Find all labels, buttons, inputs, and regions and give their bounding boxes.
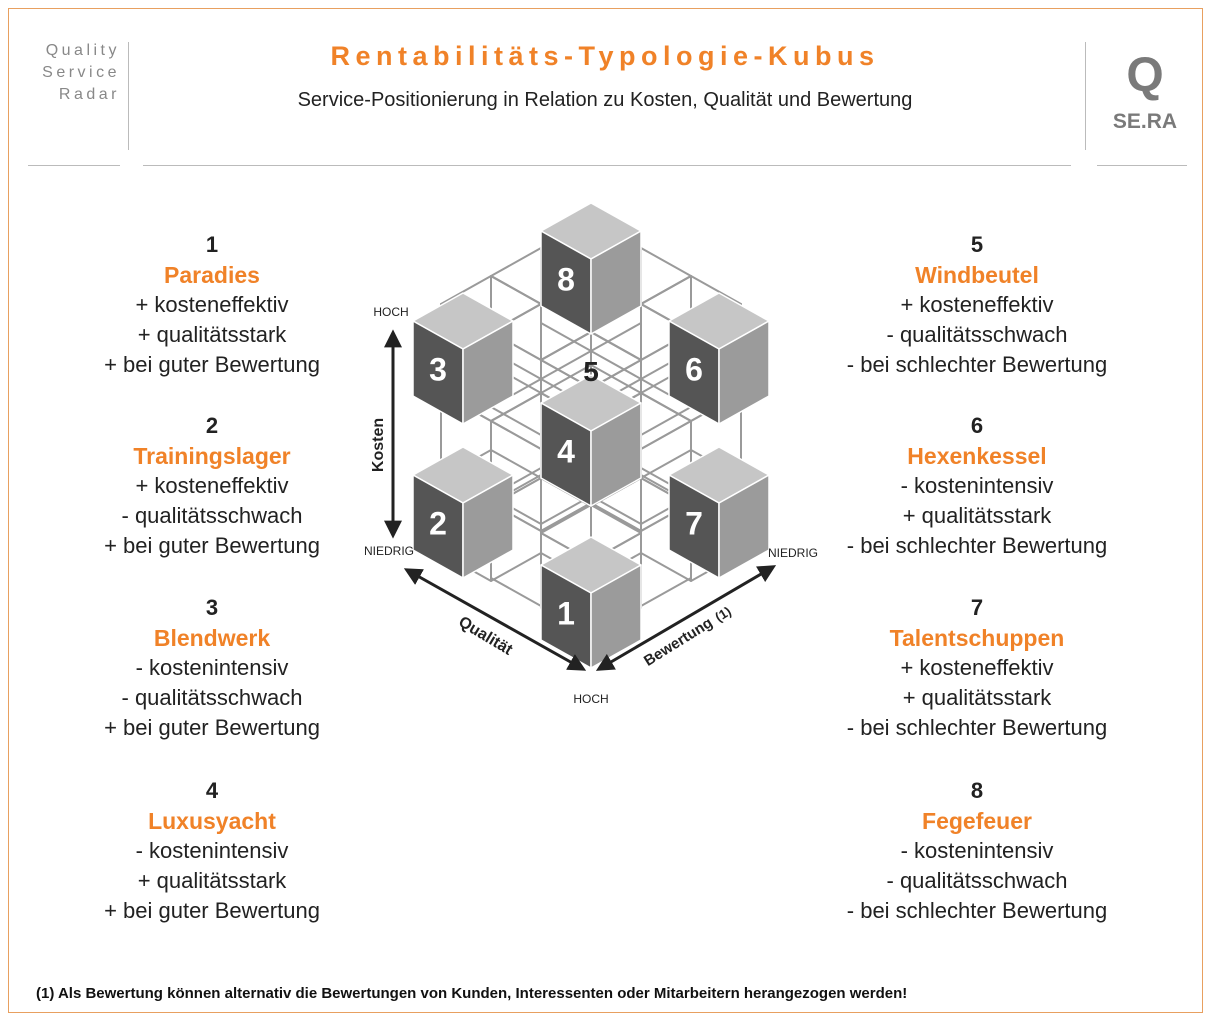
- cube-right-face: [462, 320, 514, 425]
- type-name: Blendwerk: [153, 625, 271, 651]
- bewertung-footnote-marker: (1): [712, 603, 733, 624]
- type-name: Talentschuppen: [889, 625, 1065, 651]
- axis-origin-high-label: HOCH: [573, 692, 608, 705]
- cube-7: 7: [668, 446, 770, 579]
- type-attribute: + bei guter Bewertung: [104, 715, 320, 740]
- qualitaet-axis-label: Qualität: [455, 614, 515, 660]
- cube-number-label: 1: [557, 596, 575, 632]
- page-subtitle: Service-Positionierung in Relation zu Ko…: [297, 89, 913, 111]
- cube-3: 3: [412, 292, 514, 425]
- type-attribute: + qualitätsstark: [902, 685, 1052, 710]
- cube-number-label: 2: [429, 506, 447, 542]
- type-name: Paradies: [164, 262, 260, 288]
- type-attribute: + bei guter Bewertung: [104, 898, 320, 923]
- cube-number-label: 3: [429, 352, 447, 388]
- logo-text: SE.RA: [1112, 110, 1178, 133]
- type-attribute: - qualitätsschwach: [886, 322, 1068, 347]
- type-name: Trainingslager: [133, 443, 291, 469]
- type-block-3: 3 Blendwerk - kostenintensiv - qualitäts…: [62, 593, 362, 743]
- solid-cubes: 8 3 6 4 2 7 1: [412, 202, 770, 669]
- type-attribute: - bei schlechter Bewertung: [846, 898, 1108, 923]
- footnote: (1) Als Bewertung können alternativ die …: [36, 985, 908, 1002]
- type-number: 5: [970, 232, 984, 257]
- kosten-axis-label: Kosten: [370, 418, 387, 472]
- type-attribute: - qualitätsschwach: [121, 685, 303, 710]
- type-number: 6: [970, 413, 984, 438]
- type-attribute: + qualitätsstark: [902, 503, 1052, 528]
- cube-right-face: [590, 230, 642, 335]
- cube-right-face: [462, 474, 514, 579]
- type-attribute: - bei schlechter Bewertung: [846, 352, 1108, 377]
- type-block-7: 7 Talentschuppen + kosteneffektiv + qual…: [827, 593, 1127, 743]
- type-attribute: - kostenintensiv: [900, 473, 1054, 498]
- header-rule-left: [28, 165, 120, 166]
- cube-6: 6: [668, 292, 770, 425]
- brand-wordmark: Quality Service Radar: [30, 40, 120, 106]
- type-number: 7: [970, 595, 984, 620]
- type-attribute: + qualitätsstark: [137, 868, 287, 893]
- type-attribute: + bei guter Bewertung: [104, 352, 320, 377]
- header-divider-right: [1085, 42, 1086, 150]
- cube-right-face: [590, 402, 642, 507]
- type-attribute: - qualitätsschwach: [886, 868, 1068, 893]
- header-rule-center: [143, 165, 1071, 166]
- type-block-4: 4 Luxusyacht - kostenintensiv + qualität…: [62, 776, 362, 926]
- cube-number-label: 8: [557, 262, 575, 298]
- brand-line-radar: Radar: [58, 86, 120, 103]
- type-attribute: + qualitätsstark: [137, 322, 287, 347]
- type-attribute: - kostenintensiv: [135, 838, 289, 863]
- type-block-8: 8 Fegefeuer - kostenintensiv - qualitäts…: [827, 776, 1127, 926]
- page-title: Rentabilitäts-Typologie-Kubus: [330, 41, 880, 71]
- cube-number-label: 6: [685, 352, 703, 388]
- type-block-5: 5 Windbeutel + kosteneffektiv - qualität…: [827, 230, 1127, 380]
- brand-line-service: Service: [42, 64, 120, 81]
- type-number: 1: [205, 232, 219, 257]
- cube-number-label: 7: [685, 506, 703, 542]
- type-name: Windbeutel: [915, 262, 1039, 288]
- type-attribute: + kosteneffektiv: [900, 655, 1054, 680]
- type-attribute: - kostenintensiv: [135, 655, 289, 680]
- type-name: Fegefeuer: [922, 808, 1032, 834]
- type-attribute: + bei guter Bewertung: [104, 533, 320, 558]
- cube-number-5: 5: [583, 356, 599, 387]
- bewertung-axis-arrow: [595, 565, 777, 671]
- kosten-high-label: HOCH: [373, 305, 408, 319]
- typology-cube-diagram: 8 3 6 4 2 7 1 HOCH NIEDRIG NIEDRIG HOCH Kosten…: [364, 202, 818, 705]
- cube-4: 4: [540, 374, 642, 507]
- type-number: 4: [205, 778, 219, 803]
- type-name: Luxusyacht: [148, 808, 276, 834]
- type-attribute: + kosteneffektiv: [135, 292, 289, 317]
- cube-8: 8: [540, 202, 642, 335]
- qualitaet-axis-arrow: [403, 568, 587, 671]
- type-block-6: 6 Hexenkessel - kostenintensiv + qualitä…: [827, 411, 1127, 561]
- page-frame: [8, 8, 1203, 1013]
- type-attribute: - qualitätsschwach: [121, 503, 303, 528]
- logo-q-icon: Q: [1126, 49, 1164, 102]
- cube-right-face: [718, 320, 770, 425]
- type-number: 3: [205, 595, 219, 620]
- header-divider-left: [128, 42, 129, 150]
- type-attribute: + kosteneffektiv: [135, 473, 289, 498]
- type-block-1: 1 Paradies + kosteneffektiv + qualitätss…: [62, 230, 362, 380]
- type-number: 8: [970, 778, 984, 803]
- type-attribute: - bei schlechter Bewertung: [846, 533, 1108, 558]
- cube-1: 1: [540, 536, 642, 669]
- type-name: Hexenkessel: [907, 443, 1047, 469]
- type-attribute: - bei schlechter Bewertung: [846, 715, 1108, 740]
- type-number: 2: [205, 413, 219, 438]
- cube-right-face: [718, 474, 770, 579]
- cube-number-label: 4: [557, 434, 575, 470]
- type-block-2: 2 Trainingslager + kosteneffektiv - qual…: [62, 411, 362, 561]
- kosten-low-label: NIEDRIG: [364, 544, 414, 558]
- brand-line-quality: Quality: [45, 42, 120, 59]
- cube-2: 2: [412, 446, 514, 579]
- header-rule-right: [1097, 165, 1187, 166]
- type-attribute: - kostenintensiv: [900, 838, 1054, 863]
- bewertung-low-label: NIEDRIG: [768, 546, 818, 560]
- type-attribute: + kosteneffektiv: [900, 292, 1054, 317]
